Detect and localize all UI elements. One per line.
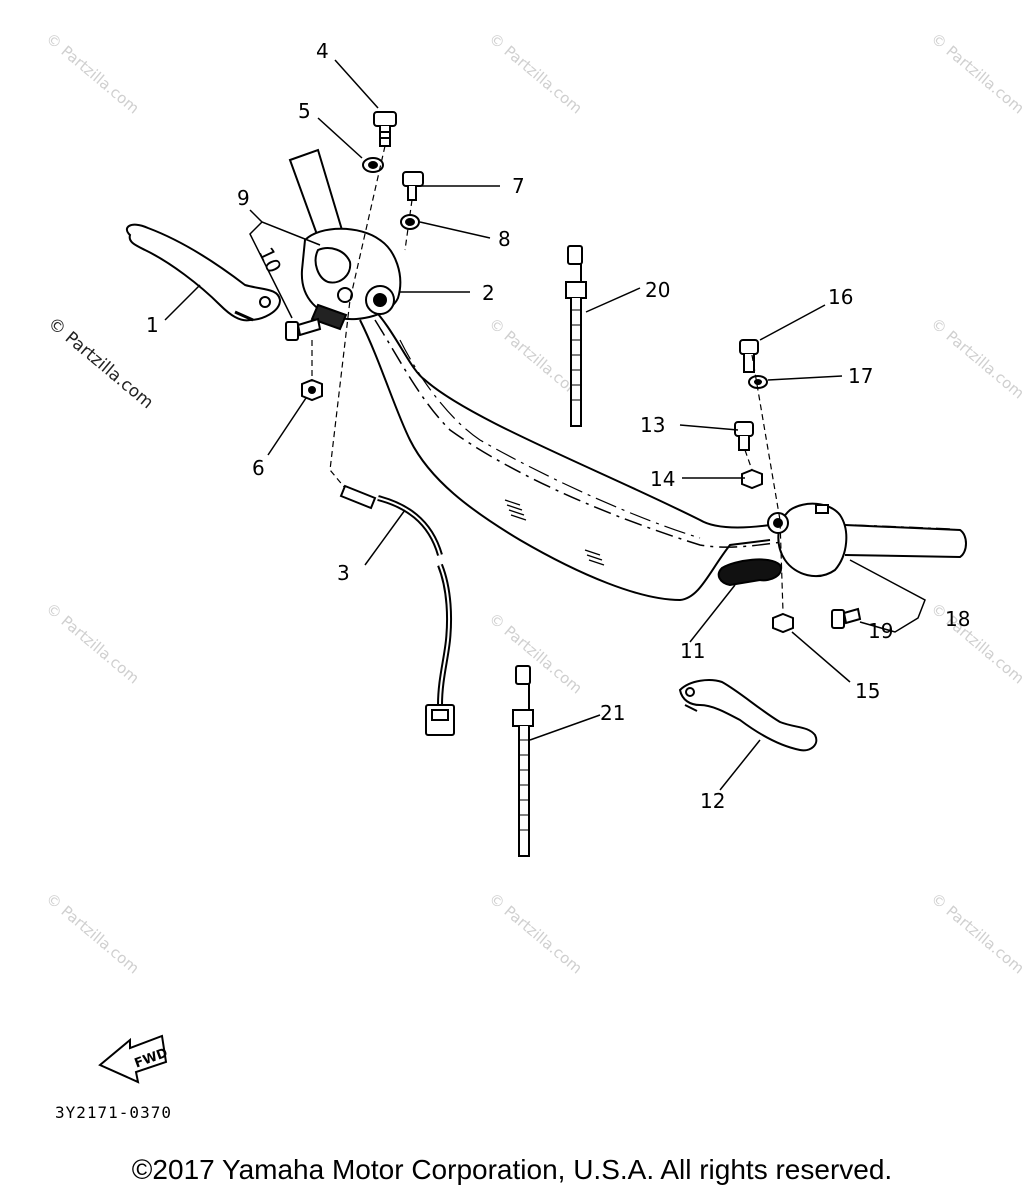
callout-labels: 1 2 3 4 5 6 7 8 9 10 11 12 13 14 15 16 1… — [146, 39, 970, 813]
leader-lines — [164, 59, 926, 791]
side-watermark: © Partzilla.com — [44, 314, 157, 414]
callout-8: 8 — [498, 227, 511, 251]
right-lever-holder — [717, 339, 862, 634]
cable-ties — [512, 245, 587, 857]
callout-15: 15 — [855, 679, 880, 703]
diagram-code: 3Y2171-0370 — [55, 1103, 172, 1122]
watermark: © Partzilla.com — [927, 889, 1024, 977]
callout-9: 9 — [237, 186, 250, 210]
callout-20: 20 — [645, 278, 670, 302]
callout-12: 12 — [700, 789, 725, 813]
callout-2: 2 — [482, 281, 495, 305]
callout-7: 7 — [512, 174, 525, 198]
callout-14: 14 — [650, 467, 675, 491]
watermark-layer: © Partzilla.com © Partzilla.com © Partzi… — [42, 29, 1024, 977]
callout-17: 17 — [848, 364, 873, 388]
watermark: © Partzilla.com — [42, 889, 142, 977]
switch-wire — [339, 484, 455, 736]
callout-13: 13 — [640, 413, 665, 437]
left-lever-holder — [300, 227, 402, 331]
assembly-lines — [311, 145, 784, 613]
watermark: © Partzilla.com — [485, 609, 585, 697]
forward-arrow-icon: FWD — [98, 1034, 170, 1084]
callout-11: 11 — [680, 639, 705, 663]
callout-6: 6 — [252, 456, 265, 480]
callout-21: 21 — [600, 701, 625, 725]
watermark: © Partzilla.com — [42, 29, 142, 117]
callout-16: 16 — [828, 285, 853, 309]
clutch-lever — [125, 223, 282, 322]
callout-5: 5 — [298, 99, 311, 123]
callout-18: 18 — [945, 607, 970, 631]
callout-10: 10 — [254, 243, 287, 276]
watermark: © Partzilla.com — [927, 314, 1024, 402]
watermark: © Partzilla.com — [485, 889, 585, 977]
left-fasteners — [285, 111, 424, 402]
brake-lever — [678, 679, 818, 752]
watermark: © Partzilla.com — [485, 29, 585, 117]
watermark: © Partzilla.com — [927, 599, 1024, 687]
callout-1: 1 — [146, 313, 159, 337]
callout-3: 3 — [337, 561, 350, 585]
watermark: © Partzilla.com — [927, 29, 1024, 117]
watermark: © Partzilla.com — [42, 599, 142, 687]
callout-19: 19 — [868, 619, 893, 643]
copyright-notice: ©2017 Yamaha Motor Corporation, U.S.A. A… — [131, 1154, 893, 1185]
callout-4: 4 — [316, 39, 329, 63]
